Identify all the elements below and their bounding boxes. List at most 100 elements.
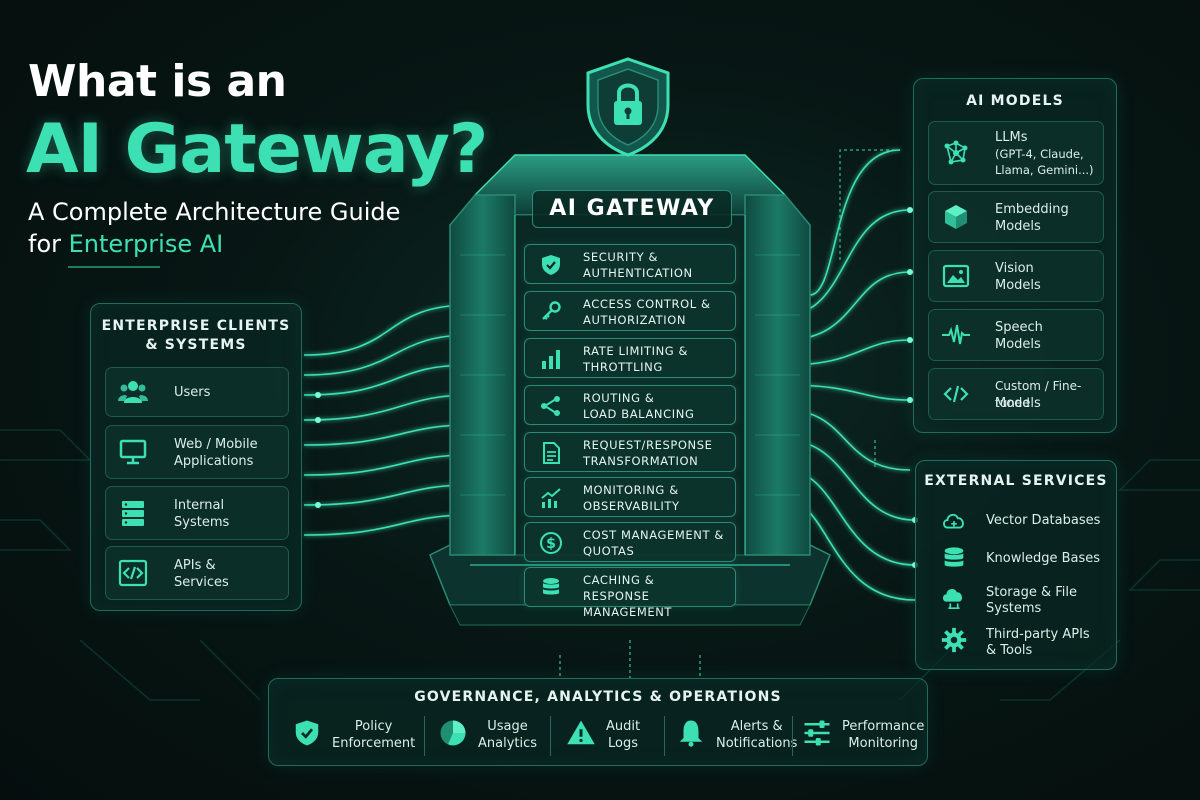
model-label-2: Models: [995, 219, 1041, 234]
model-label-2: Models: [995, 278, 1041, 293]
client-item-apis[interactable]: APIs & Services: [105, 546, 289, 600]
svg-text:$: $: [546, 536, 556, 552]
pie-chart-icon: [438, 718, 468, 748]
cloud-storage-icon: [940, 583, 968, 611]
server-icon: [118, 498, 148, 528]
ai-models-panel: AI MODELS LLMs (GPT-4, Claude, Llama, Ge…: [913, 78, 1117, 433]
client-label-2: Services: [174, 575, 229, 590]
client-item-web-mobile[interactable]: Web / Mobile Applications: [105, 425, 289, 479]
model-item-vision[interactable]: Vision Models: [928, 250, 1104, 302]
network-icon: [941, 138, 971, 168]
gateway-layer-security[interactable]: SECURITY &AUTHENTICATION: [524, 244, 736, 284]
governance-divider: [664, 716, 665, 756]
client-item-users[interactable]: Users: [105, 367, 289, 417]
key-icon: [539, 300, 563, 324]
governance-item-alerts[interactable]: Alerts &Notifications: [676, 716, 798, 756]
model-label: Vision: [995, 261, 1034, 276]
users-icon: [118, 377, 148, 407]
model-label-2: Models: [995, 396, 1041, 411]
gateway-layer-label: ACCESS CONTROL &AUTHORIZATION: [583, 297, 711, 327]
external-label-knowledge-bases[interactable]: Knowledge Bases: [986, 551, 1101, 566]
governance-divider: [792, 716, 793, 756]
governance-divider: [424, 716, 425, 756]
shield-check-icon: [292, 718, 322, 748]
gateway-layer-label: SECURITY &AUTHENTICATION: [583, 250, 693, 280]
model-item-speech[interactable]: Speech Models: [928, 309, 1104, 361]
client-item-internal-systems[interactable]: Internal Systems: [105, 486, 289, 540]
external-services-title: EXTERNAL SERVICES: [924, 473, 1108, 489]
governance-divider: [550, 716, 551, 756]
client-label: Web / Mobile: [174, 437, 258, 452]
subtitle-line-2: for Enterprise AI: [28, 230, 224, 258]
model-label: LLMs: [995, 130, 1028, 145]
external-label-third-party[interactable]: Third-party APIs& Tools: [986, 627, 1090, 658]
dollar-icon: $: [539, 531, 563, 555]
cube-icon: [941, 202, 971, 232]
model-label: Embedding: [995, 202, 1069, 217]
gateway-layer-label: COST MANAGEMENT &QUOTAS: [583, 528, 724, 558]
gateway-layer-rate-limiting[interactable]: RATE LIMITING &THROTTLING: [524, 338, 736, 378]
monitor-icon: [118, 437, 148, 467]
model-label-3: Llama, Gemini...): [995, 163, 1094, 177]
client-label: APIs &: [174, 558, 216, 573]
title-line-1: What is an: [28, 56, 287, 107]
code-icon: [118, 558, 148, 588]
database-icon: [940, 545, 968, 573]
bell-icon: [676, 718, 706, 748]
gateway-layer-label: RATE LIMITING &THROTTLING: [583, 344, 689, 374]
client-label: Internal: [174, 498, 225, 513]
database-icon: [539, 576, 563, 600]
client-label-2: Applications: [174, 454, 254, 469]
model-item-llms[interactable]: LLMs (GPT-4, Claude, Llama, Gemini...): [928, 121, 1104, 185]
gateway-layer-caching[interactable]: CACHING &RESPONSE MANAGEMENT: [524, 567, 736, 619]
gateway-title: AI GATEWAY: [532, 190, 732, 228]
governance-label: Alerts &Notifications: [716, 719, 798, 751]
gateway-layer-label: MONITORING &OBSERVABILITY: [583, 483, 680, 513]
governance-panel: GOVERNANCE, ANALYTICS & OPERATIONS: [268, 678, 928, 766]
gateway-layer-label: CACHING &RESPONSE MANAGEMENT: [583, 573, 673, 619]
client-label: Users: [174, 385, 211, 400]
governance-title: GOVERNANCE, ANALYTICS & OPERATIONS: [414, 689, 782, 705]
cloud-icon: [940, 507, 968, 535]
subtitle-highlight: Enterprise AI: [68, 230, 224, 258]
model-item-embedding[interactable]: Embedding Models: [928, 191, 1104, 243]
clients-panel-title-2: & SYSTEMS: [145, 337, 247, 353]
gateway-layer-access-control[interactable]: ACCESS CONTROL &AUTHORIZATION: [524, 291, 736, 331]
client-wires: [303, 304, 471, 536]
gateway-layer-cost-management[interactable]: $ COST MANAGEMENT &QUOTAS: [524, 522, 736, 562]
title-main: AI Gateway?: [26, 110, 488, 189]
sliders-icon: [802, 718, 832, 748]
clients-panel-title-1: ENTERPRISE CLIENTS: [101, 318, 291, 334]
model-label: Custom / Fine-tuned: [995, 379, 1082, 410]
external-services-panel: EXTERNAL SERVICES Vector Databases Knowl…: [915, 460, 1117, 670]
image-icon: [941, 261, 971, 291]
gateway-layer-monitoring[interactable]: MONITORING &OBSERVABILITY: [524, 477, 736, 517]
clients-panel: ENTERPRISE CLIENTS & SYSTEMS Users Web /…: [90, 303, 302, 611]
trend-chart-icon: [539, 486, 563, 510]
subtitle-line-1: A Complete Architecture Guide: [28, 198, 401, 226]
governance-wires: [559, 640, 701, 678]
subtitle-underline: [68, 266, 160, 268]
model-label-2: (GPT-4, Claude,: [995, 147, 1084, 161]
shield-check-icon: [539, 253, 563, 277]
document-icon: [539, 441, 563, 465]
model-item-custom[interactable]: Custom / Fine-tuned Models: [928, 368, 1104, 420]
external-label-vector-db[interactable]: Vector Databases: [986, 513, 1101, 528]
model-label-2: Models: [995, 337, 1041, 352]
gateway-layer-routing[interactable]: ROUTING &LOAD BALANCING: [524, 385, 736, 425]
shield-lock-icon: [580, 55, 676, 159]
routing-icon: [539, 394, 563, 418]
ai-models-title: AI MODELS: [966, 93, 1064, 109]
gateway-layer-label: ROUTING &LOAD BALANCING: [583, 391, 695, 421]
